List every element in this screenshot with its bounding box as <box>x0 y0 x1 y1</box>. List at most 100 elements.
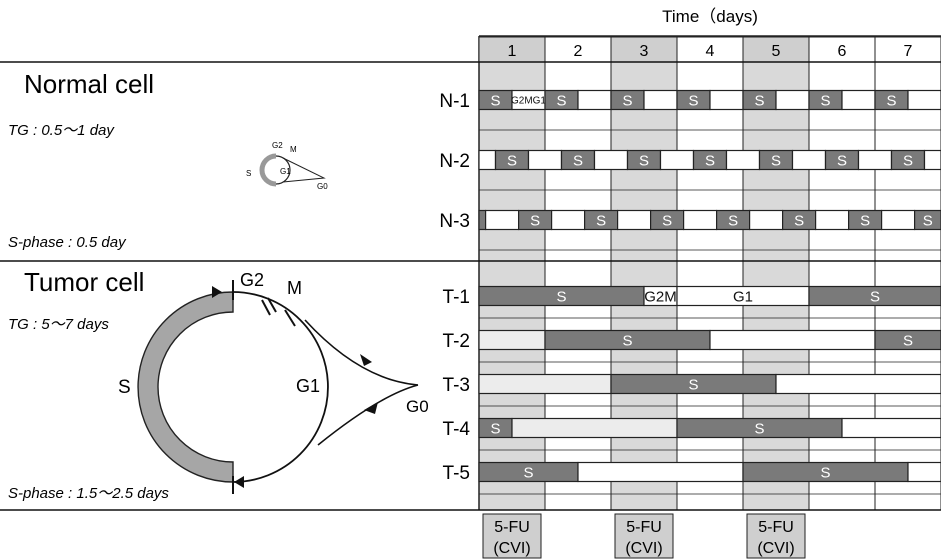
svg-text:S: S <box>246 169 251 178</box>
phase-segment <box>709 89 744 111</box>
segment-label: S <box>837 153 847 170</box>
segment-label: S <box>903 153 913 170</box>
row-label: N-3 <box>439 211 470 232</box>
segment-label: S <box>860 213 870 230</box>
segment-label: S <box>530 213 540 230</box>
segment-label: S <box>556 289 566 306</box>
phase-segment <box>725 149 761 171</box>
phase-segment <box>880 209 916 231</box>
segment-label: S <box>622 333 632 350</box>
phase-segment <box>814 209 850 231</box>
segment-label: S <box>688 377 698 394</box>
phase-segment <box>643 89 678 111</box>
segment-label: S <box>754 421 764 438</box>
phase-segment <box>775 89 810 111</box>
segment-label: G2M <box>644 289 677 306</box>
phase-segment <box>593 149 629 171</box>
segment-label: S <box>622 93 632 110</box>
phase-segment <box>841 417 941 439</box>
segment-label: S <box>523 465 533 482</box>
phase-segment <box>923 149 941 171</box>
svg-text:G1: G1 <box>296 376 320 396</box>
phase-segment <box>659 149 695 171</box>
segment-label: S <box>903 333 913 350</box>
day-header-label: 7 <box>904 43 913 60</box>
tumor-cell-title: Tumor cell <box>24 267 144 297</box>
phase-segment <box>709 329 876 351</box>
phase-segment <box>857 149 893 171</box>
s-phase-segment <box>874 329 941 351</box>
phase-segment <box>478 373 612 395</box>
row-label: T-4 <box>443 419 471 440</box>
segment-label: S <box>662 213 672 230</box>
phase-segment <box>478 329 546 351</box>
phase-segment <box>550 209 586 231</box>
day-header-cell <box>808 36 876 63</box>
normal-s-phase-label: S-phase : 0.5 day <box>8 234 127 251</box>
phase-segment <box>511 417 678 439</box>
segment-label: S <box>870 289 880 306</box>
time-label: Time（days) <box>662 7 758 26</box>
row-label: T-3 <box>443 375 470 396</box>
s-phase-segment <box>808 285 941 307</box>
day-header-label: 1 <box>508 43 517 60</box>
day-header-cell <box>676 36 744 63</box>
segment-label: S <box>728 213 738 230</box>
svg-text:G2: G2 <box>272 141 283 150</box>
segment-label: S <box>794 213 804 230</box>
row-label: N-2 <box>439 151 470 172</box>
phase-segment <box>682 209 718 231</box>
treatment-regimen-label: (CVI) <box>757 540 794 557</box>
phase-segment <box>748 209 784 231</box>
day-header-label: 6 <box>838 43 847 60</box>
treatment-box <box>746 513 806 559</box>
svg-text:G0: G0 <box>406 397 429 416</box>
segment-label: S <box>490 421 500 438</box>
day-header-label: 5 <box>772 43 781 60</box>
segment-label: S <box>771 153 781 170</box>
segment-label: S <box>820 465 830 482</box>
segment-label: S <box>688 93 698 110</box>
s-phase-segment <box>478 209 487 231</box>
phase-segment <box>616 209 652 231</box>
treatment-drug-label: 5-FU <box>758 519 794 536</box>
treatment-box <box>614 513 674 559</box>
normal-tg-label: TG : 0.5〜1 day <box>8 122 115 139</box>
phase-segment <box>577 89 612 111</box>
row-label: N-1 <box>439 91 470 112</box>
segment-label: S <box>820 93 830 110</box>
normal-cell-cycle-icon: S G2 M G1 G0 <box>246 141 328 191</box>
svg-text:M: M <box>290 145 297 154</box>
phase-segment <box>478 149 497 171</box>
segment-label: G2MG1 <box>511 96 546 107</box>
row-label: T-1 <box>443 287 470 308</box>
svg-text:G2: G2 <box>240 270 264 290</box>
segment-label: S <box>705 153 715 170</box>
phase-segment <box>577 461 744 483</box>
phase-segment <box>791 149 827 171</box>
svg-text:G0: G0 <box>317 182 328 191</box>
treatment-drug-label: 5-FU <box>626 519 662 536</box>
row-label: T-5 <box>443 463 470 484</box>
segment-label: S <box>639 153 649 170</box>
segment-label: S <box>596 213 606 230</box>
segment-label: G1 <box>733 289 753 306</box>
tumor-s-phase-label: S-phase : 1.5〜2.5 days <box>8 485 169 502</box>
day-header-cell <box>874 36 941 63</box>
tumor-cell-cycle-diagram: S G2 M G1 G0 <box>118 270 429 494</box>
segment-label: S <box>556 93 566 110</box>
normal-cell-title: Normal cell <box>24 69 154 99</box>
day-header-label: 3 <box>640 43 649 60</box>
svg-text:G1: G1 <box>280 167 291 176</box>
segment-label: S <box>490 93 500 110</box>
treatment-regimen-label: (CVI) <box>493 540 530 557</box>
day-header-cell <box>478 36 546 63</box>
phase-segment <box>527 149 563 171</box>
row-label: T-2 <box>443 331 470 352</box>
day-header-label: 2 <box>574 43 583 60</box>
segment-label: S <box>923 213 933 230</box>
treatment-drug-label: 5-FU <box>494 519 530 536</box>
segment-label: S <box>573 153 583 170</box>
day-header-label: 4 <box>706 43 715 60</box>
